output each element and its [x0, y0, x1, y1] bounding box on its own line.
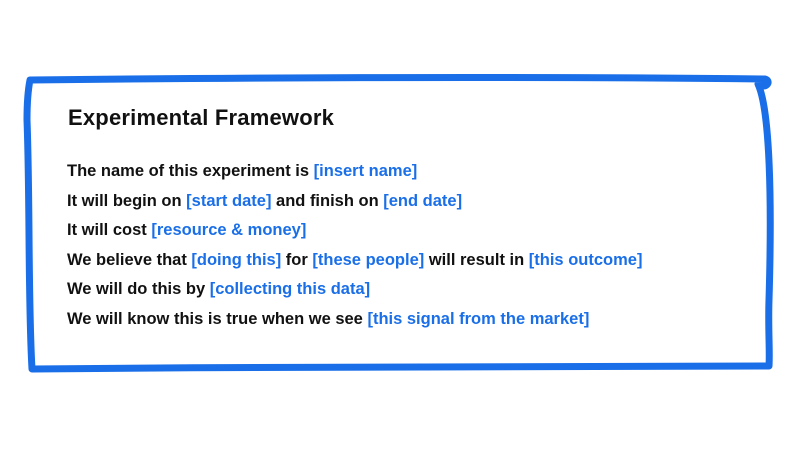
placeholder-this-outcome: [this outcome] [528, 251, 643, 269]
static-text: for [281, 251, 313, 269]
page-title: Experimental Framework [68, 105, 335, 130]
placeholder-end-date: [end date] [383, 192, 463, 210]
static-text: We believe that [67, 251, 192, 269]
static-text: will result in [424, 251, 529, 269]
placeholder-doing-this: [doing this] [191, 251, 282, 269]
static-text: We will know this is true when we see [67, 310, 368, 328]
placeholder-collecting-data: [collecting this data] [209, 280, 371, 298]
framework-line-method: We will do this by [collecting this data… [67, 280, 370, 299]
static-text: We will do this by [67, 280, 210, 298]
static-text: It will cost [67, 221, 152, 239]
placeholder-resource-money: [resource & money] [151, 221, 307, 239]
static-text: The name of this experiment is [67, 162, 314, 180]
static-text: It will begin on [67, 192, 187, 210]
framework-line-hypothesis: We believe that [doing this] for [these … [67, 251, 642, 270]
framework-line-dates: It will begin on [start date] and finish… [67, 192, 462, 211]
placeholder-insert-name: [insert name] [313, 162, 418, 180]
placeholder-these-people: [these people] [312, 251, 425, 269]
placeholder-start-date: [start date] [186, 192, 272, 210]
static-text: and finish on [271, 192, 384, 210]
framework-line-cost: It will cost [resource & money] [67, 221, 306, 240]
placeholder-market-signal: [this signal from the market] [367, 310, 590, 328]
framework-line-signal: We will know this is true when we see [t… [67, 310, 589, 329]
framework-line-name: The name of this experiment is [insert n… [67, 162, 417, 181]
